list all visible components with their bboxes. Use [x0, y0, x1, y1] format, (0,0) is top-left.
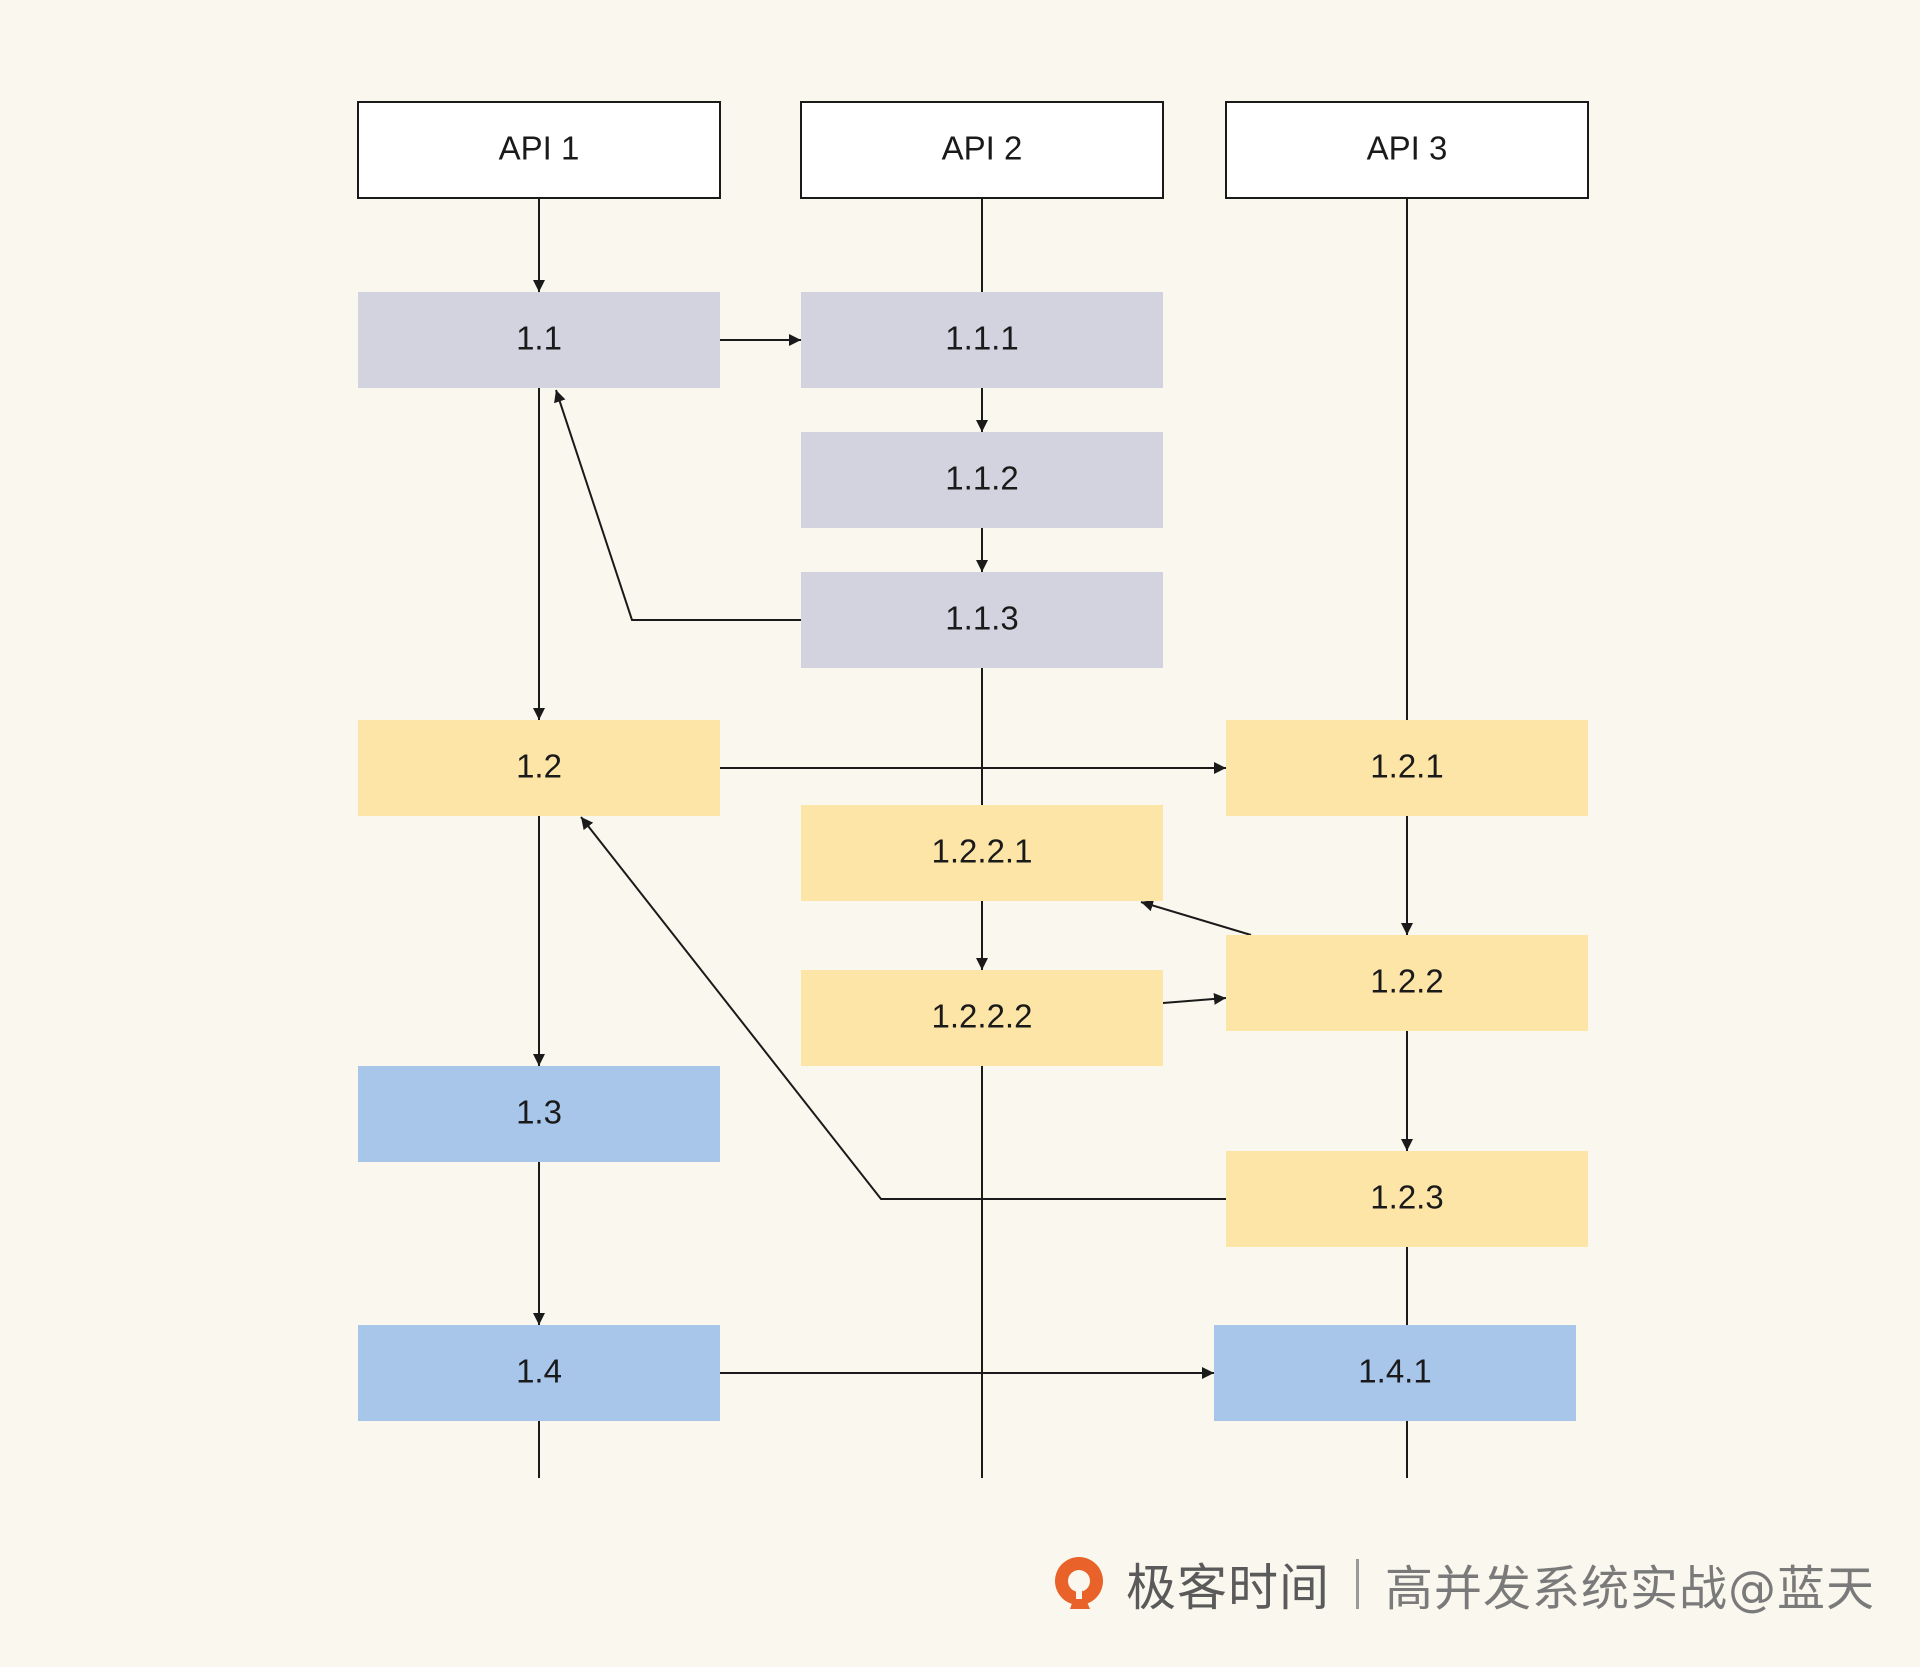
- node-box: [1226, 1151, 1588, 1247]
- node-box: [1226, 720, 1588, 816]
- watermark-subtitle: 高并发系统实战@蓝天: [1385, 1561, 1876, 1617]
- edge-n1_2_2-to-n1_2_2_1: [1140, 899, 1252, 936]
- node-label: 1.2.2: [1370, 963, 1443, 1000]
- node-n1_2_2_2: 1.2.2.2: [801, 970, 1163, 1066]
- node-label: 1.2: [516, 748, 562, 785]
- node-n1_2_1: 1.2.1: [1226, 720, 1588, 816]
- edge-n1_1_3-to-n1_1: [554, 389, 801, 621]
- node-box: [1214, 1325, 1576, 1421]
- node-box: [801, 572, 1163, 668]
- node-box: [800, 101, 1164, 199]
- node-box: [1225, 101, 1589, 199]
- node-n1_1_2: 1.1.2: [801, 432, 1163, 528]
- node-n1_4: 1.4: [358, 1325, 720, 1421]
- node-box: [801, 970, 1163, 1066]
- node-box: [801, 292, 1163, 388]
- watermark-divider: [1356, 1559, 1359, 1609]
- brand-name: 极客时间: [1126, 1559, 1330, 1617]
- node-box: [358, 292, 720, 388]
- node-label: 1.4: [516, 1353, 562, 1390]
- node-n1_2_2: 1.2.2: [1226, 935, 1588, 1031]
- node-label: 1.1.3: [945, 600, 1018, 637]
- node-n1_1_1: 1.1.1: [801, 292, 1163, 388]
- node-n1_4_1: 1.4.1: [1214, 1325, 1576, 1421]
- node-box: [357, 101, 721, 199]
- node-label: 1.4.1: [1358, 1353, 1431, 1390]
- node-api1: API 1: [357, 101, 721, 199]
- node-n1_1: 1.1: [358, 292, 720, 388]
- node-label: API 3: [1367, 130, 1448, 167]
- node-box: [1226, 935, 1588, 1031]
- node-box: [358, 720, 720, 816]
- node-label: API 2: [942, 130, 1023, 167]
- node-label: 1.2.1: [1370, 748, 1443, 785]
- watermark: 极客时间 高并发系统实战@蓝天: [1048, 1544, 1875, 1624]
- node-n1_2_3: 1.2.3: [1226, 1151, 1588, 1247]
- node-label: 1.1.2: [945, 460, 1018, 497]
- node-n1_1_3: 1.1.3: [801, 572, 1163, 668]
- node-label: 1.1.1: [945, 320, 1018, 357]
- node-n1_2_2_1: 1.2.2.1: [801, 805, 1163, 901]
- node-box: [801, 432, 1163, 528]
- node-box: [358, 1066, 720, 1162]
- node-n1_2: 1.2: [358, 720, 720, 816]
- edge-n1_2_3-to-n1_2: [580, 816, 1226, 1200]
- node-label: 1.3: [516, 1094, 562, 1131]
- node-api2: API 2: [800, 101, 1164, 199]
- edge-n1_2_2_2-to-n1_2_2: [1162, 992, 1227, 1005]
- node-box: [801, 805, 1163, 901]
- node-box: [358, 1325, 720, 1421]
- node-label: 1.2.3: [1370, 1179, 1443, 1216]
- node-label: 1.2.2.1: [932, 833, 1033, 870]
- node-n1_3: 1.3: [358, 1066, 720, 1162]
- node-label: 1.1: [516, 320, 562, 357]
- node-api3: API 3: [1225, 101, 1589, 199]
- geektime-logo-icon: [1055, 1557, 1103, 1609]
- node-label: API 1: [499, 130, 580, 167]
- node-label: 1.2.2.2: [932, 998, 1033, 1035]
